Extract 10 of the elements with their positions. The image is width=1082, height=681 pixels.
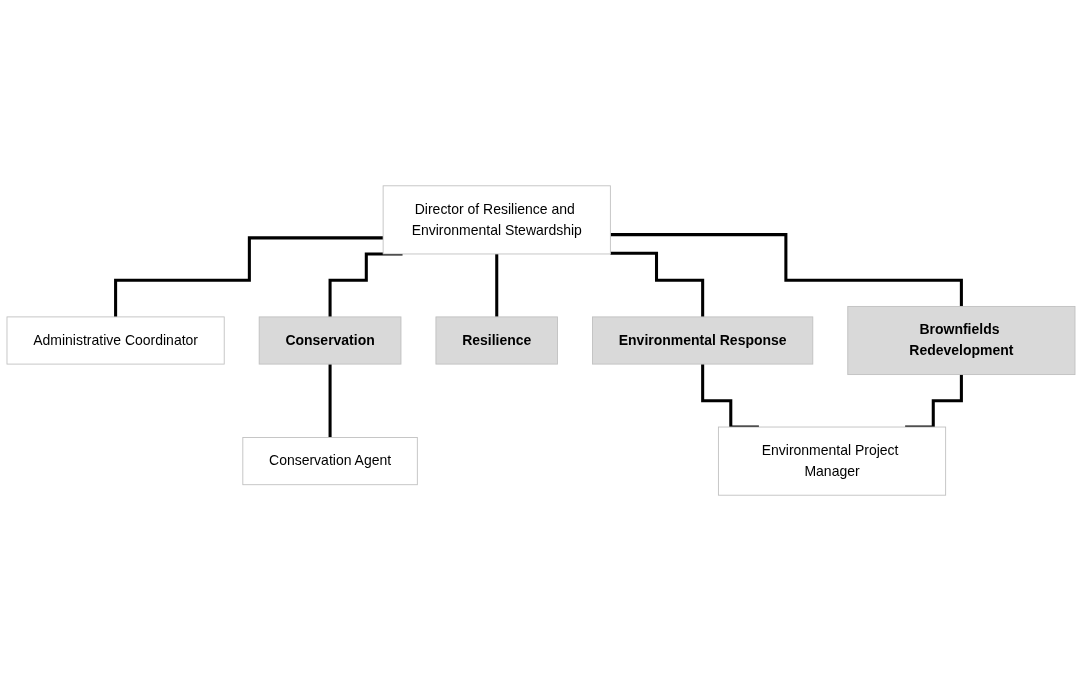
node-box: Director of Resilience and Environmental Stewardship xyxy=(382,185,611,255)
node-box: Administrative Coordinator xyxy=(6,316,225,365)
connector xyxy=(610,233,963,308)
node-box: Environmental Project Manager xyxy=(717,426,947,496)
node-box: Brownfields Redevelopment xyxy=(847,305,1076,376)
node-box: Environmental Response xyxy=(592,316,814,365)
connector xyxy=(905,373,963,429)
node-box: Conservation Agent xyxy=(242,437,418,486)
node-box: Resilience xyxy=(435,316,558,365)
node-box: Conservation xyxy=(258,316,402,365)
